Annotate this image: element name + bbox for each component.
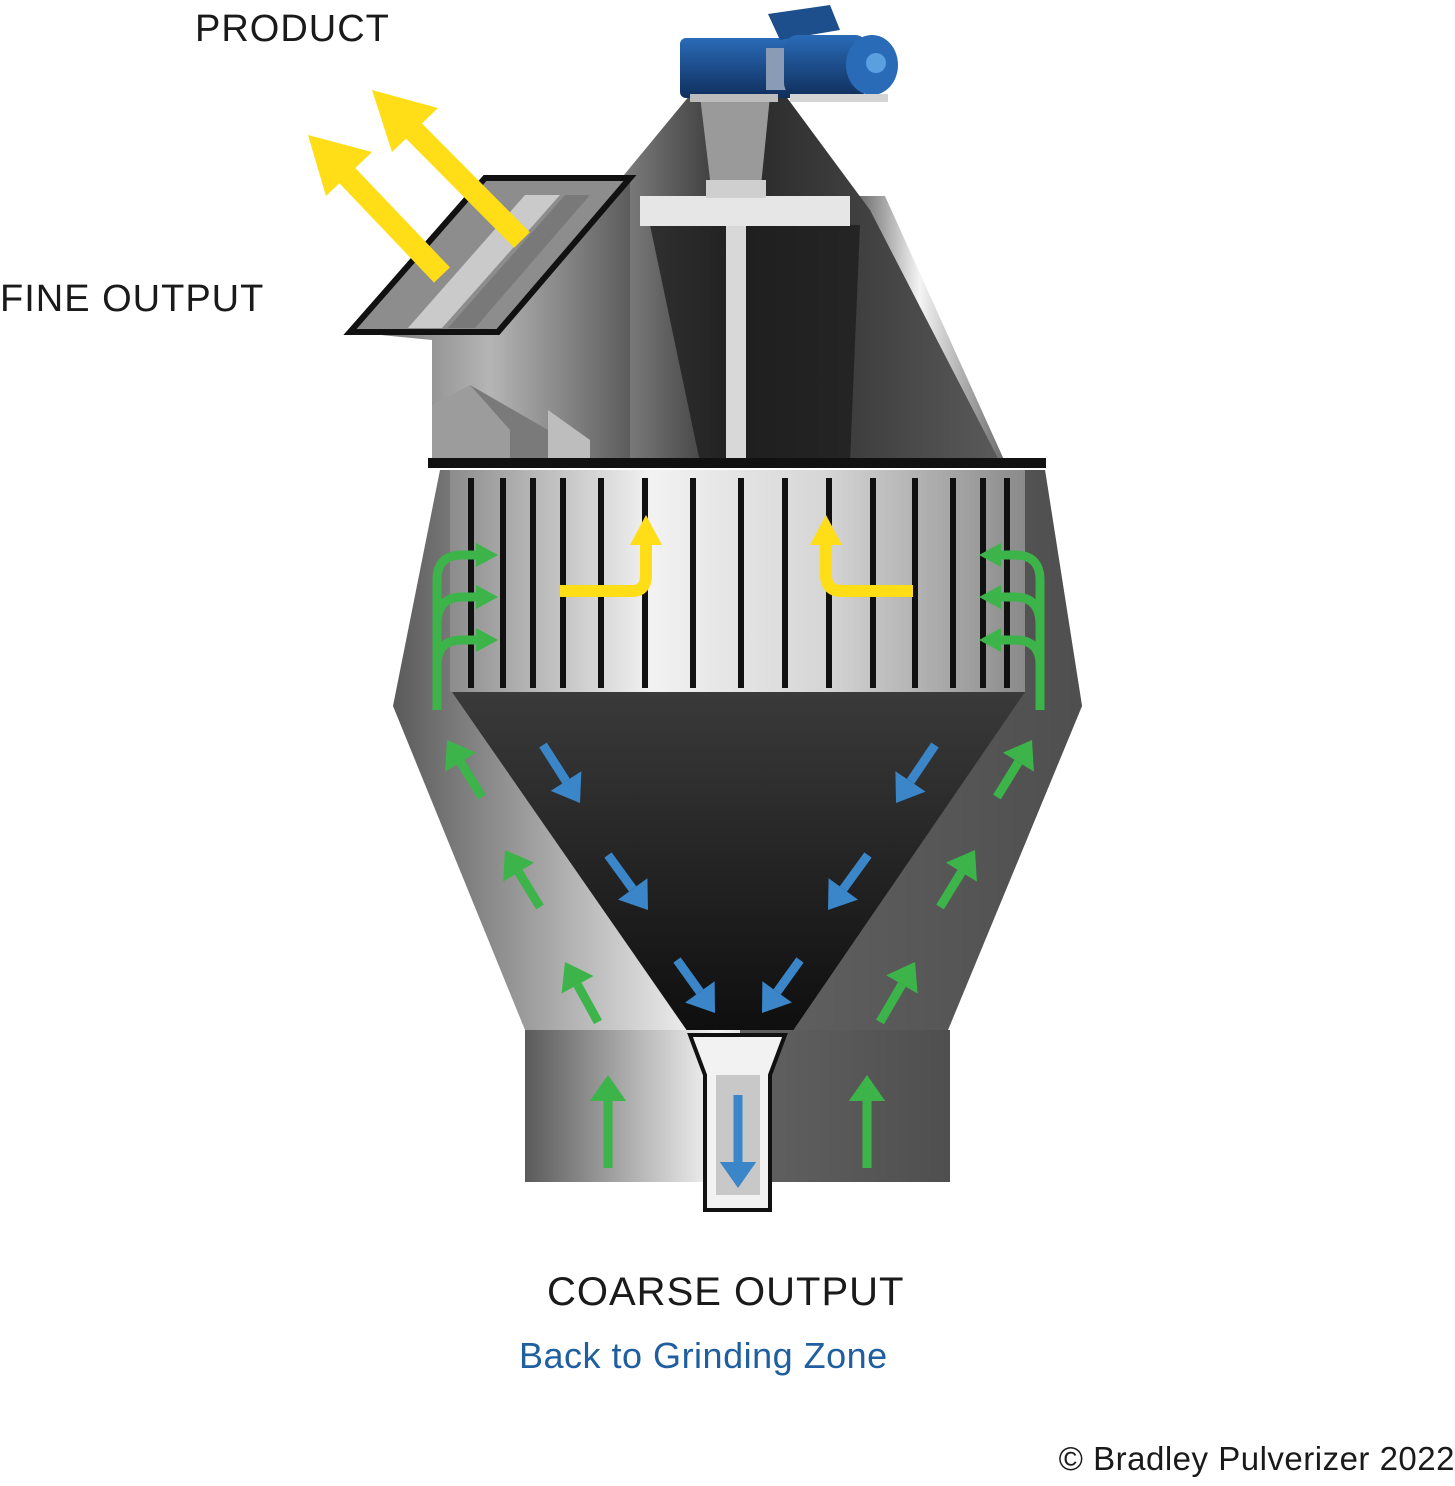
upper-cone-shadow (650, 225, 860, 462)
fine-output-label: FINE OUTPUT (0, 278, 265, 320)
air-flow-arrows (432, 543, 1045, 1168)
motor-icon (680, 5, 898, 102)
left-air-inlet-arrows (432, 543, 498, 710)
up-arrow-icon (876, 962, 918, 1025)
down-arrow-icon (895, 742, 939, 803)
down-arrow-icon (539, 742, 582, 803)
back-to-grinding-label: Back to Grinding Zone (519, 1335, 888, 1376)
down-arrow-icon (673, 957, 715, 1013)
up-arrow-icon (589, 1075, 627, 1168)
cage-slats (468, 478, 1010, 688)
down-arrow-icon (719, 1095, 757, 1188)
up-arrow-icon (993, 740, 1034, 800)
up-arrow-icon (561, 962, 602, 1025)
shaft-hub (706, 180, 766, 198)
product-arrows (308, 90, 530, 283)
up-left-arrow-icon (372, 90, 530, 248)
inner-cone (452, 692, 1025, 1035)
down-arrow-icon (604, 852, 648, 910)
cage-top-rim (428, 458, 1046, 468)
up-arrow-icon (445, 740, 486, 800)
coarse-flow-arrows (539, 742, 939, 1188)
up-arrow-icon (936, 850, 977, 910)
up-arrow-icon (503, 850, 544, 910)
cage-product-arrows (560, 515, 913, 597)
up-left-arrow-icon (308, 135, 450, 283)
shaft-coupling (700, 96, 770, 196)
down-arrow-icon (762, 957, 804, 1013)
product-label: PRODUCT (195, 8, 390, 50)
copyright-label: © Bradley Pulverizer 2022 (1058, 1440, 1455, 1477)
down-arrow-icon (828, 852, 872, 910)
classifier-cage (450, 470, 1025, 692)
coarse-output-label: COARSE OUTPUT (547, 1270, 905, 1314)
shaft-crossbar (640, 196, 850, 226)
up-arrow-icon (848, 1075, 886, 1168)
right-air-inlet-arrows (979, 543, 1045, 710)
